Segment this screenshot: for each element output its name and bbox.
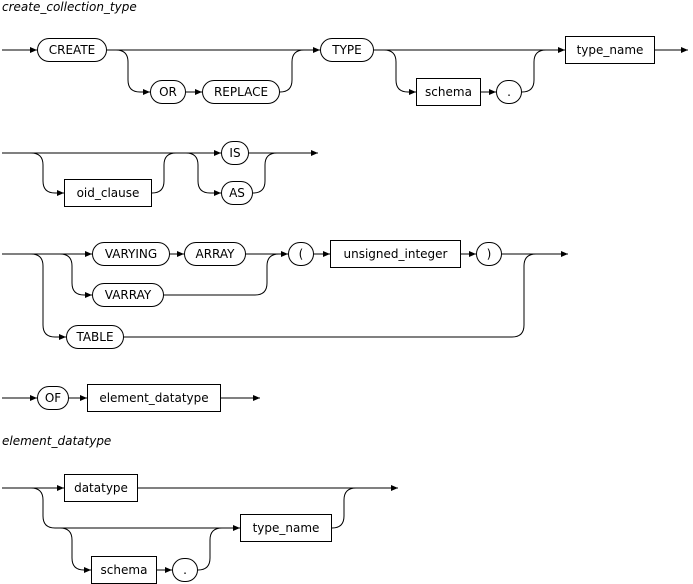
arrowhead: [59, 334, 66, 340]
connector-line: [164, 253, 280, 296]
connector-line: [279, 49, 305, 93]
arrowhead: [214, 190, 221, 196]
arrowhead: [489, 89, 496, 95]
ref-schema: schema: [91, 556, 157, 584]
arrowhead: [558, 47, 565, 53]
keyword-replace: REPLACE: [202, 80, 280, 104]
connector-line: [521, 49, 547, 93]
connector-line: [252, 152, 278, 194]
arrowhead: [409, 89, 416, 95]
arrowhead: [681, 47, 688, 53]
rule-title-element-datatype: element_datatype: [2, 434, 112, 448]
ref-type-name: type_name: [565, 36, 655, 64]
keyword-varray: VARRAY: [92, 283, 164, 307]
arrowhead: [57, 190, 64, 196]
keyword-is: IS: [221, 141, 249, 165]
arrowhead: [30, 395, 37, 401]
arrowhead: [143, 89, 150, 95]
arrowhead: [57, 485, 64, 491]
keyword-as: AS: [221, 181, 253, 205]
connector-line: [59, 527, 91, 571]
connector-line: [383, 49, 416, 93]
keyword-create: CREATE: [37, 38, 107, 62]
connector-line: [115, 49, 150, 93]
connector-line: [30, 152, 64, 194]
arrowhead: [391, 485, 398, 491]
connector-line: [30, 487, 240, 529]
ref-element-datatype: element_datatype: [87, 384, 221, 412]
keyword-varying: VARYING: [92, 242, 170, 266]
arrowhead: [253, 395, 260, 401]
arrowhead: [177, 251, 184, 257]
symbol-dot: .: [172, 558, 198, 582]
ref-type-name: type_name: [240, 514, 332, 542]
arrowhead: [469, 251, 476, 257]
symbol-left-paren: (: [288, 242, 314, 266]
ref-schema: schema: [416, 78, 481, 106]
arrowhead: [214, 150, 221, 156]
arrowhead: [561, 251, 568, 257]
keyword-array: ARRAY: [184, 242, 246, 266]
connector-line: [151, 152, 177, 194]
ref-datatype: datatype: [64, 474, 138, 502]
connector-line: [124, 253, 537, 338]
arrowhead: [165, 567, 172, 573]
connector-line: [59, 253, 92, 296]
keyword-table: TABLE: [66, 325, 124, 349]
arrowhead: [195, 89, 202, 95]
symbol-right-paren: ): [476, 242, 502, 266]
arrowhead: [311, 150, 318, 156]
ref-oid-clause: oid_clause: [64, 179, 152, 207]
symbol-dot: .: [496, 80, 522, 104]
arrowhead: [30, 47, 37, 53]
arrowhead: [233, 525, 240, 531]
arrowhead: [85, 251, 92, 257]
arrowhead: [281, 251, 288, 257]
arrowhead: [313, 47, 320, 53]
connector-line: [331, 487, 357, 529]
arrowhead: [84, 567, 91, 573]
keyword-of: OF: [37, 386, 69, 410]
arrowhead: [323, 251, 330, 257]
arrowhead: [85, 292, 92, 298]
arrowhead: [80, 395, 87, 401]
connector-line: [185, 152, 221, 194]
rule-title-create-collection-type: create_collection_type: [2, 0, 137, 14]
keyword-type: TYPE: [320, 38, 374, 62]
ref-unsigned-integer: unsigned_integer: [330, 240, 461, 268]
connector-line: [197, 527, 223, 571]
connector-line: [30, 253, 66, 338]
keyword-or: OR: [150, 80, 186, 104]
